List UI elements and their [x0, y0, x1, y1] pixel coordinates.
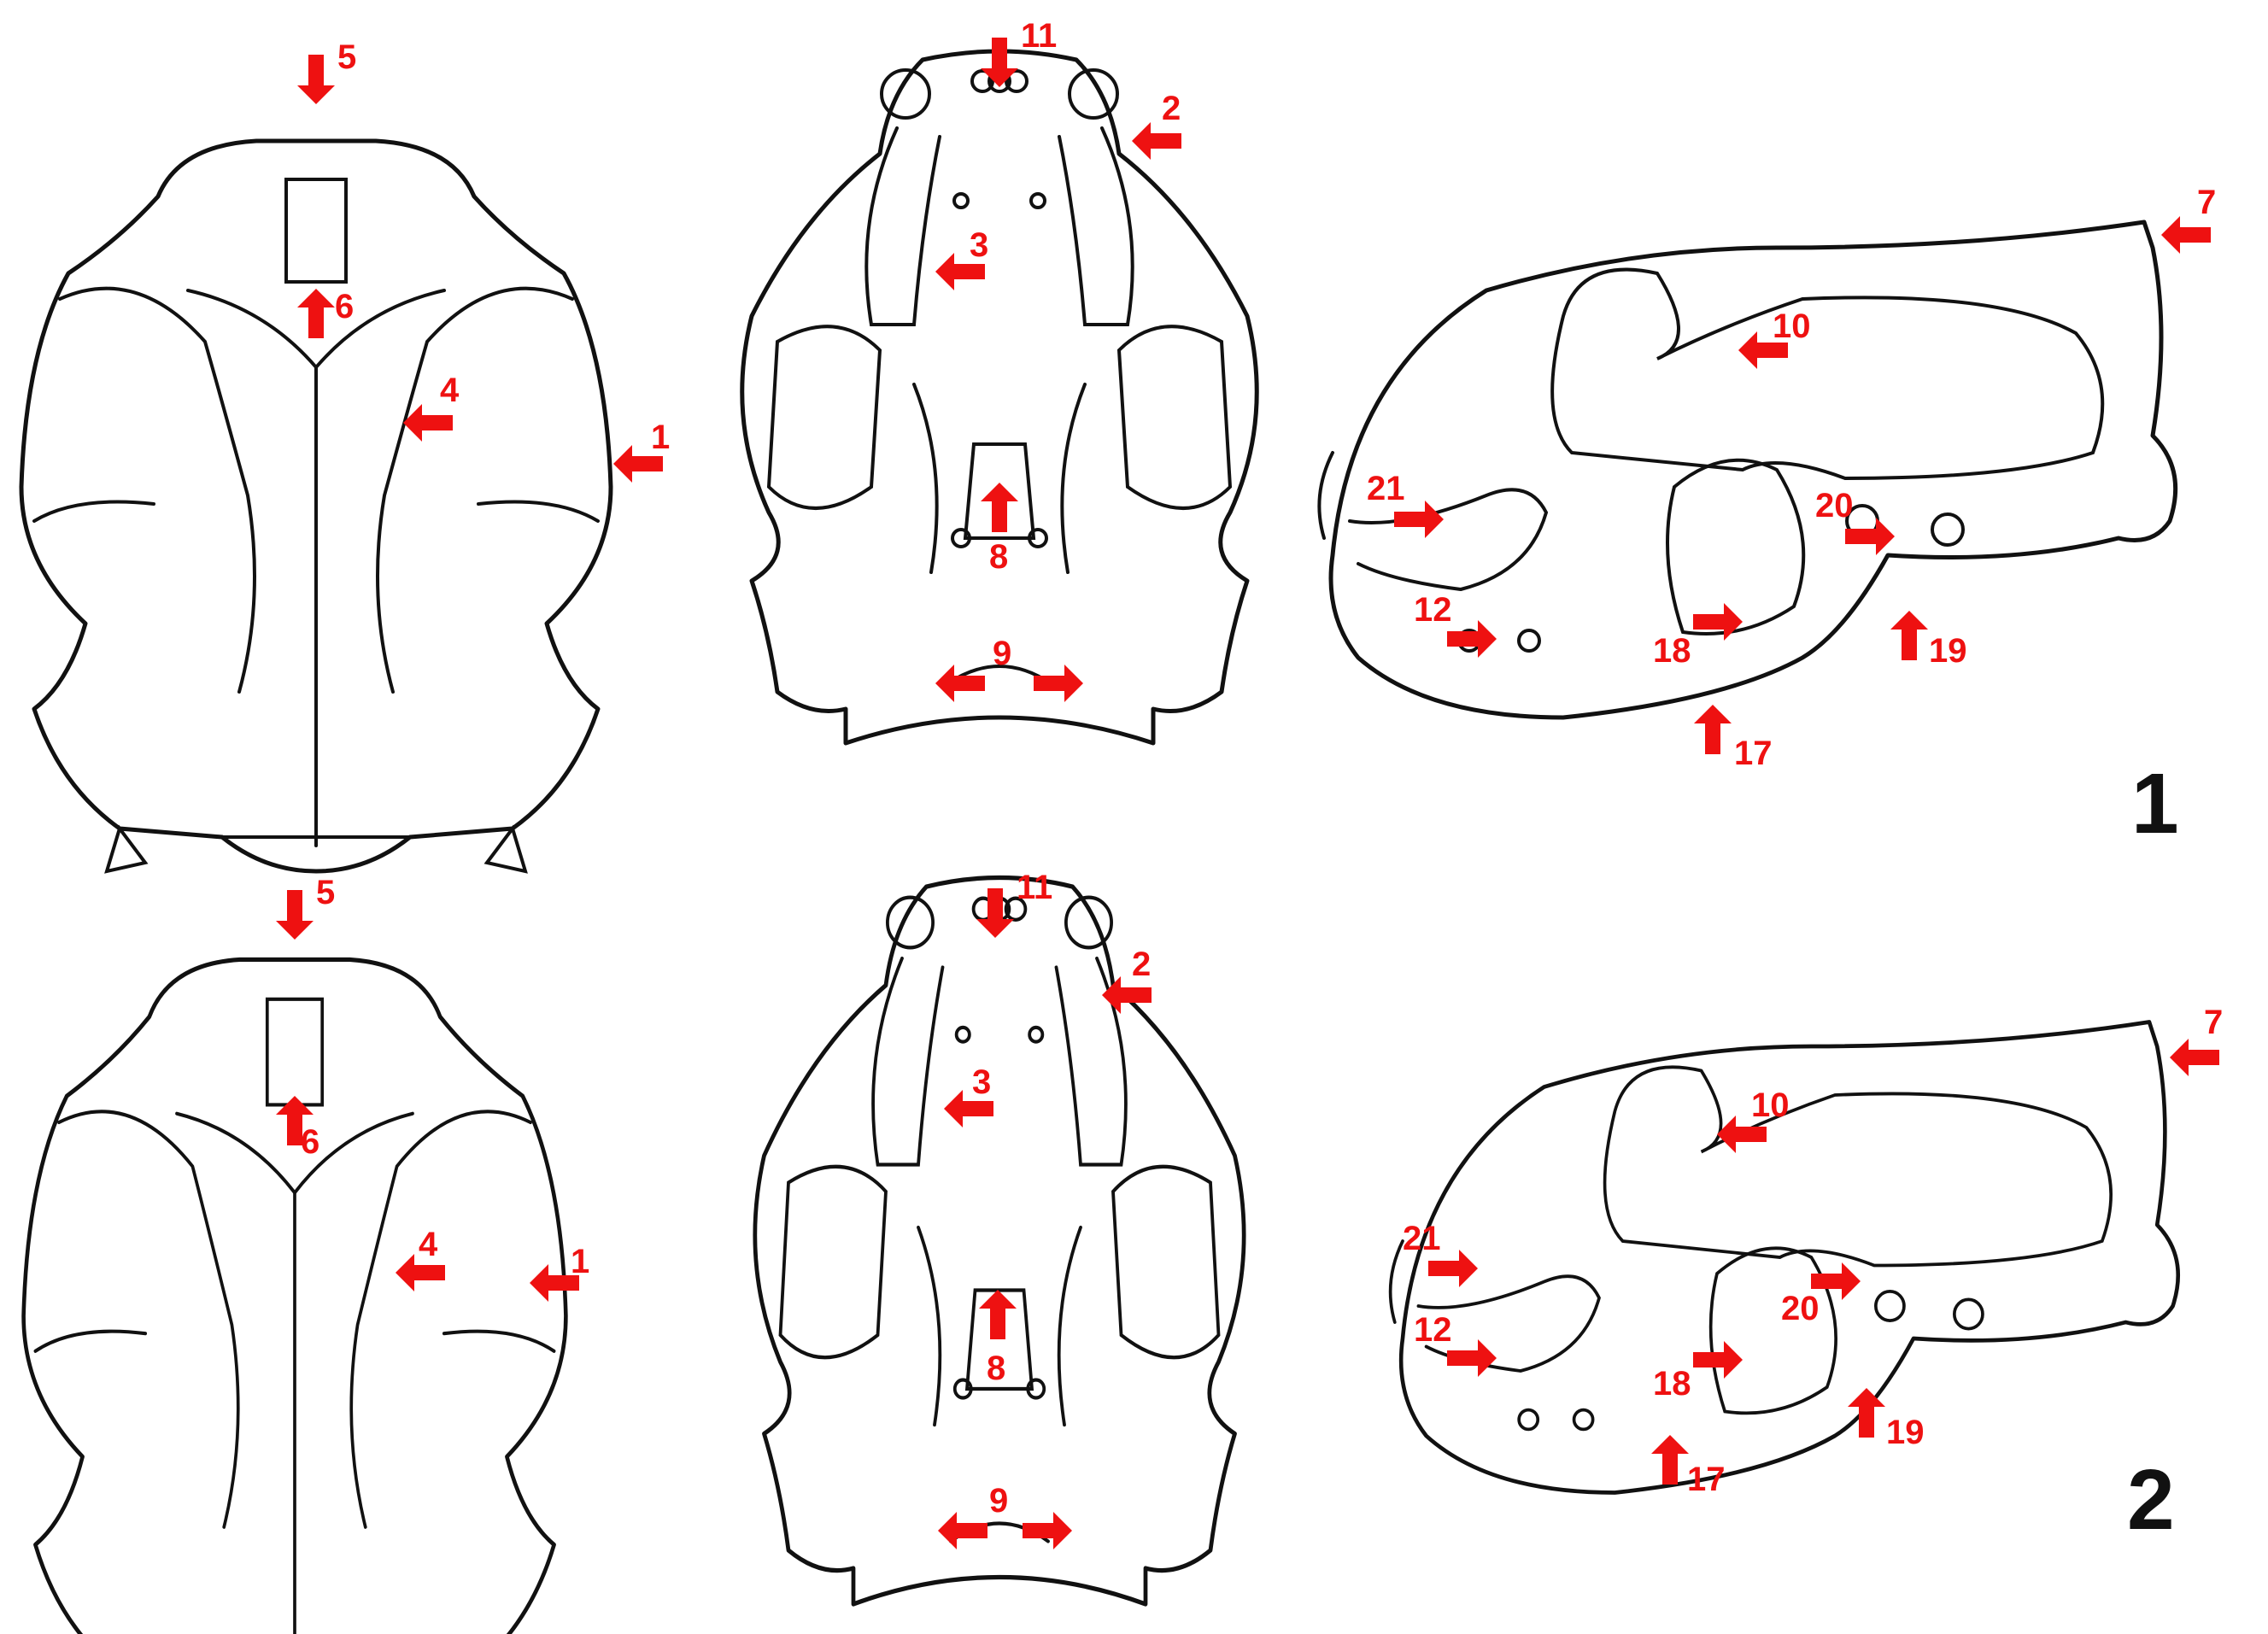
label-8-r2: 8 — [987, 1350, 1005, 1387]
label-7: 7 — [2197, 184, 2216, 221]
label-4-r2: 4 — [419, 1226, 438, 1263]
row-2-annotations: 5 6 4 1 11 2 3 8 9 7 10 21 20 12 18 19 1… — [276, 869, 2223, 1549]
label-4: 4 — [440, 372, 460, 409]
figure-number-2: 2 — [2127, 1452, 2175, 1548]
label-21: 21 — [1367, 470, 1405, 507]
label-1: 1 — [651, 419, 670, 456]
label-12-r2: 12 — [1414, 1311, 1452, 1349]
label-18: 18 — [1653, 632, 1691, 670]
row-2-dorsal-view — [24, 959, 566, 1634]
label-20: 20 — [1815, 487, 1854, 524]
label-3-r2: 3 — [972, 1063, 991, 1101]
label-11-r2: 11 — [1017, 869, 1052, 906]
label-18-r2: 18 — [1653, 1365, 1691, 1403]
label-9-r2: 9 — [989, 1482, 1008, 1520]
label-6-r2: 6 — [301, 1123, 319, 1161]
label-2: 2 — [1162, 90, 1181, 127]
label-21-r2: 21 — [1403, 1220, 1441, 1257]
label-9: 9 — [993, 635, 1011, 672]
label-10-r2: 10 — [1751, 1086, 1790, 1124]
label-17: 17 — [1734, 735, 1773, 772]
label-20-r2: 20 — [1781, 1290, 1820, 1327]
label-2-r2: 2 — [1132, 946, 1151, 983]
row-1-dorsal-view — [21, 141, 611, 871]
label-5: 5 — [337, 38, 356, 76]
figure-number-1: 1 — [2131, 756, 2179, 852]
label-19: 19 — [1929, 632, 1967, 670]
label-11: 11 — [1021, 17, 1057, 55]
label-6: 6 — [335, 288, 354, 325]
label-5-r2: 5 — [316, 874, 335, 911]
row-1-annotations: 5 6 4 1 11 2 3 8 9 7 10 21 20 12 18 19 1… — [297, 17, 2216, 772]
label-8: 8 — [989, 538, 1008, 576]
label-17-r2: 17 — [1687, 1461, 1726, 1498]
label-10: 10 — [1773, 307, 1811, 345]
label-3: 3 — [970, 226, 988, 264]
label-19-r2: 19 — [1886, 1414, 1925, 1451]
label-12: 12 — [1414, 591, 1452, 629]
label-7-r2: 7 — [2204, 1004, 2223, 1041]
label-1-r2: 1 — [571, 1243, 589, 1280]
